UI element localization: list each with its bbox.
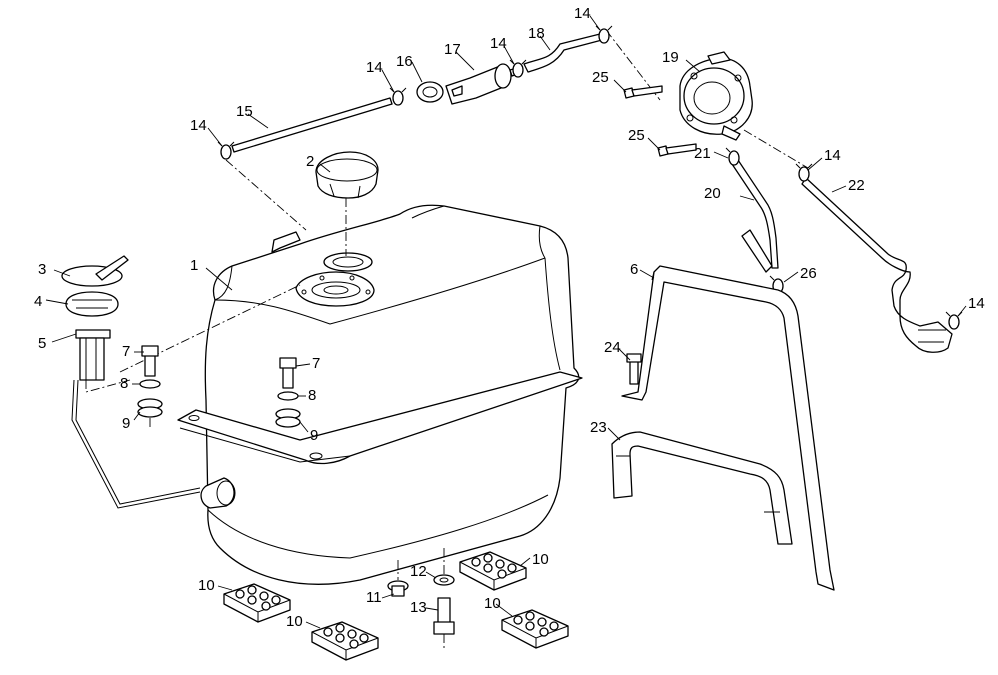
callout-14-c: 14: [490, 35, 507, 52]
callout-labels: 1 2 3 4 5 6 7 7 8 8 9 9 10 10 10 10 11 1…: [34, 5, 985, 630]
bolt-25-lower: [657, 143, 697, 157]
callout-11: 11: [366, 589, 382, 606]
bolt-25-upper: [623, 85, 663, 99]
callout-18: 18: [528, 25, 545, 42]
callout-14-a: 14: [190, 117, 207, 134]
clamp-14-c: [509, 59, 527, 78]
callout-14-d: 14: [574, 5, 591, 22]
fuel-line-15: [225, 97, 393, 231]
callout-14-f: 14: [968, 295, 985, 312]
callout-22: 22: [848, 177, 865, 194]
callout-4: 4: [34, 293, 42, 310]
callout-10-b: 10: [286, 613, 303, 630]
callout-23: 23: [590, 419, 607, 436]
drain-bolt-13: [433, 597, 455, 650]
callout-8-right: 8: [308, 387, 316, 404]
fuel-tank: [177, 204, 583, 585]
rubber-pad-10-c: [459, 551, 527, 591]
callout-9-right: 9: [310, 427, 318, 444]
tank-strap-23: [611, 431, 793, 545]
clamp-14-b: [389, 87, 407, 106]
callout-6: 6: [630, 261, 638, 278]
callout-16: 16: [396, 53, 413, 70]
washer-12: [433, 548, 455, 586]
callout-1: 1: [190, 257, 198, 274]
callout-8-left: 8: [120, 375, 128, 392]
callout-7-right: 7: [312, 355, 320, 372]
callout-20: 20: [704, 185, 721, 202]
callout-17: 17: [444, 41, 461, 58]
callout-25-upper: 25: [592, 69, 609, 86]
callout-2: 2: [306, 153, 314, 170]
callout-12: 12: [410, 563, 427, 580]
callout-21: 21: [694, 145, 711, 162]
tank-strap-6: [621, 265, 835, 591]
fuel-cap: [315, 151, 379, 256]
fuel-pump-19: [605, 29, 809, 169]
callout-9-left: 9: [122, 415, 130, 432]
callout-26: 26: [800, 265, 817, 282]
clamp-14-e: [795, 163, 813, 182]
fuel-line-22: [801, 177, 953, 353]
rubber-pad-10-d: [501, 609, 569, 649]
callout-7-left: 7: [122, 343, 130, 360]
bolt-24: [626, 353, 642, 385]
callout-10-a: 10: [198, 577, 215, 594]
leader-lines: [45, 15, 967, 629]
clamp-14-d: [595, 25, 613, 44]
callout-25-lower: 25: [628, 127, 645, 144]
callout-14-e: 14: [824, 147, 841, 164]
clamp-14-a: [217, 141, 235, 160]
fuel-filter-17: [445, 63, 521, 105]
callout-19: 19: [662, 49, 679, 66]
clamp-21: [725, 147, 740, 166]
callout-14-b: 14: [366, 59, 383, 76]
callout-24: 24: [604, 339, 621, 356]
rubber-pad-10-b: [311, 621, 379, 661]
fuel-line-20: [731, 159, 779, 273]
rubber-pad-10-a: [223, 583, 291, 623]
callout-10-d: 10: [484, 595, 501, 612]
callout-13: 13: [410, 599, 427, 616]
fuel-sender-assembly: [61, 255, 301, 509]
callout-5: 5: [38, 335, 46, 352]
bolt-set-left: [137, 345, 163, 428]
callout-10-c: 10: [532, 551, 549, 568]
hose-clamp-16: [416, 81, 444, 103]
callout-3: 3: [38, 261, 46, 278]
washer-11: [387, 560, 409, 597]
callout-15: 15: [236, 103, 253, 120]
